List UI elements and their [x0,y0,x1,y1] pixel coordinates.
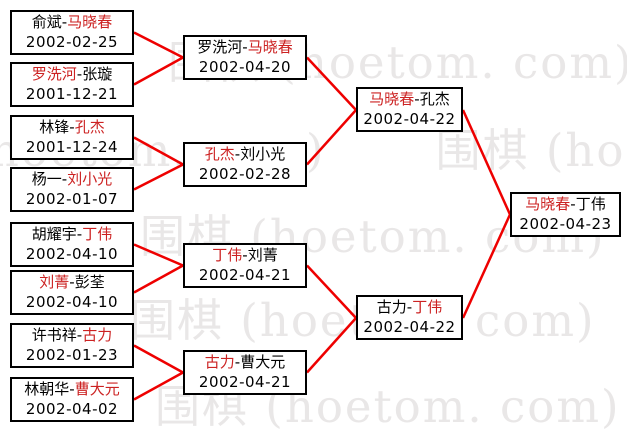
separator: - [69,118,75,136]
match-date: 2002-01-07 [25,189,119,208]
match-date: 2002-04-23 [519,214,612,233]
winner-name: 丁伟 [412,298,443,316]
winner-name: 马晓春 [247,38,293,56]
match-box: 刘菁-彭荃 2002-04-10 [10,270,134,315]
player-name: 俞斌 [31,13,62,31]
winner-name: 曹大元 [74,380,120,398]
match-players: 刘菁-彭荃 [39,273,104,293]
match-players: 杨一-刘小光 [32,170,112,190]
match-date: 2002-04-21 [198,265,292,284]
separator: - [69,380,75,398]
player-name: 刘菁 [247,246,278,264]
match-box: 罗洗河-张璇 2001-12-21 [10,62,134,107]
match-players: 罗洗河-马晓春 [197,38,292,58]
player-name: 胡耀宇 [31,225,77,243]
separator: - [234,145,241,163]
match-date: 2001-12-21 [25,84,119,103]
player-name: 彭荃 [74,273,105,291]
player-name: 林锋 [39,118,70,136]
match-box: 丁伟-刘菁 2002-04-21 [183,243,307,288]
separator: - [76,225,83,243]
match-players: 古力-丁伟 [377,298,442,318]
match-box: 杨一-刘小光 2002-01-07 [10,167,134,212]
winner-name: 古力 [204,353,235,371]
separator: - [69,273,75,291]
match-players: 孔杰-刘小光 [205,145,285,165]
player-name: 刘小光 [240,145,286,163]
separator: - [76,326,83,344]
winner-name: 马晓春 [369,90,415,108]
winner-name: 孔杰 [204,145,235,163]
match-players: 俞斌-马晓春 [32,13,112,33]
match-players: 许书祥-古力 [32,326,112,346]
match-date: 2002-02-28 [198,164,292,183]
winner-name: 罗洗河 [31,65,77,83]
separator: - [406,298,413,316]
separator: - [570,195,576,213]
match-box: 俞斌-马晓春 2002-02-25 [10,10,134,55]
match-players: 丁伟-刘菁 [212,246,277,266]
winner-name: 丁伟 [82,225,113,243]
separator: - [242,246,248,264]
match-date: 2002-04-22 [363,317,456,336]
match-players: 罗洗河-张璇 [32,65,112,85]
player-name: 张璇 [82,65,113,83]
winner-name: 刘小光 [67,170,113,188]
match-date: 2002-02-25 [25,32,119,51]
match-players: 胡耀宇-丁伟 [32,225,112,245]
match-players: 林锋-孔杰 [39,118,104,138]
match-box: 马晓春-丁伟 2002-04-23 [510,192,621,237]
match-box: 林朝华-曹大元 2002-04-02 [10,377,134,422]
match-box: 林锋-孔杰 2001-12-24 [10,115,134,160]
separator: - [414,90,420,108]
match-box: 孔杰-刘小光 2002-02-28 [183,142,307,187]
match-date: 2002-04-22 [363,109,456,128]
player-name: 孔杰 [419,90,450,108]
match-date: 2002-01-23 [25,345,119,364]
match-date: 2002-04-20 [198,57,292,76]
match-box: 胡耀宇-丁伟 2002-04-10 [10,222,134,267]
match-players: 马晓春-丁伟 [525,195,605,215]
match-box: 许书祥-古力 2002-01-23 [10,323,134,368]
winner-name: 马晓春 [67,13,113,31]
match-players: 马晓春-孔杰 [369,90,449,110]
match-box: 古力-丁伟 2002-04-22 [356,295,463,340]
match-box: 马晓春-孔杰 2002-04-22 [356,87,463,132]
player-name: 曹大元 [240,353,286,371]
match-box: 罗洗河-马晓春 2002-04-20 [183,35,307,80]
match-date: 2002-04-10 [25,244,119,263]
separator: - [76,65,83,83]
separator: - [242,38,248,56]
match-date: 2001-12-24 [25,137,119,156]
player-name: 许书祥 [31,326,77,344]
player-name: 罗洗河 [197,38,243,56]
match-date: 2002-04-02 [25,399,119,418]
player-name: 古力 [376,298,407,316]
match-date: 2002-04-21 [198,372,292,391]
match-players: 古力-曹大元 [205,353,285,373]
separator: - [61,170,68,188]
winner-name: 孔杰 [74,118,105,136]
winner-name: 马晓春 [525,195,571,213]
winner-name: 刘菁 [39,273,70,291]
separator: - [61,13,68,31]
match-players: 林朝华-曹大元 [24,380,119,400]
player-name: 杨一 [31,170,62,188]
player-name: 丁伟 [575,195,606,213]
player-name: 林朝华 [24,380,70,398]
match-date: 2002-04-10 [25,292,119,311]
match-box: 古力-曹大元 2002-04-21 [183,350,307,395]
winner-name: 古力 [82,326,113,344]
winner-name: 丁伟 [212,246,243,264]
separator: - [234,353,241,371]
